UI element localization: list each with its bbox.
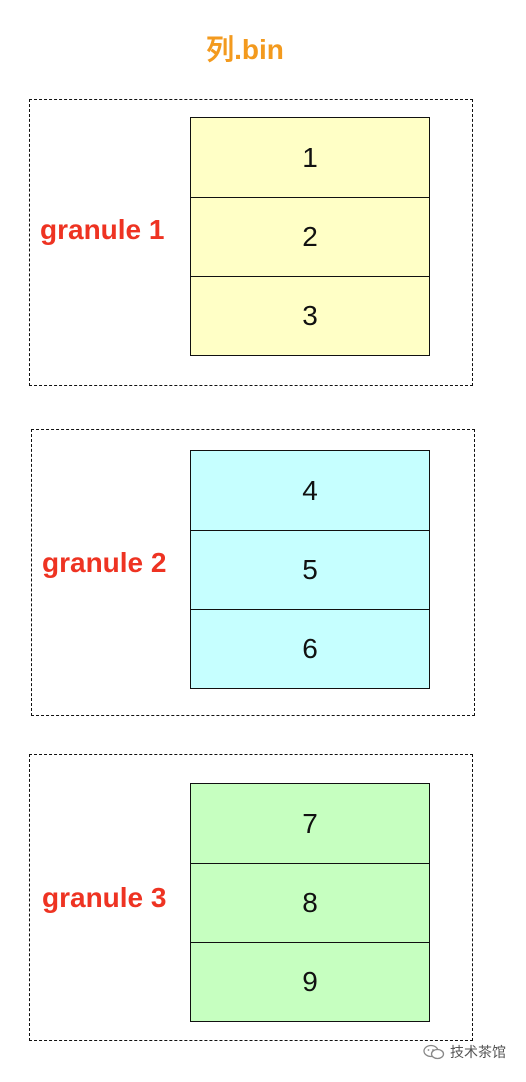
watermark-text: 技术茶馆 [450, 1044, 506, 1060]
granule-cell: 9 [191, 942, 429, 1021]
granule-cell: 6 [191, 609, 429, 688]
watermark: 技术茶馆 [423, 1042, 506, 1062]
diagram-title: 列.bin [206, 34, 284, 65]
granule-group-3 [29, 754, 473, 1041]
granule-cell: 8 [191, 863, 429, 942]
granule-stack-3: 7 8 9 [190, 783, 430, 1022]
granule-stack-1: 1 2 3 [190, 117, 430, 356]
granule-label-2: granule 2 [42, 547, 167, 578]
granule-cell: 2 [191, 197, 429, 276]
granule-label-3: granule 3 [42, 882, 167, 913]
granule-stack-2: 4 5 6 [190, 450, 430, 689]
granule-cell: 4 [191, 451, 429, 530]
granule-cell: 1 [191, 118, 429, 197]
granule-group-2 [31, 429, 475, 716]
granule-cell: 7 [191, 784, 429, 863]
granule-cell: 5 [191, 530, 429, 609]
granule-group-1 [29, 99, 473, 386]
granule-label-1: granule 1 [40, 214, 165, 245]
wechat-icon [423, 1044, 445, 1060]
granule-cell: 3 [191, 276, 429, 355]
